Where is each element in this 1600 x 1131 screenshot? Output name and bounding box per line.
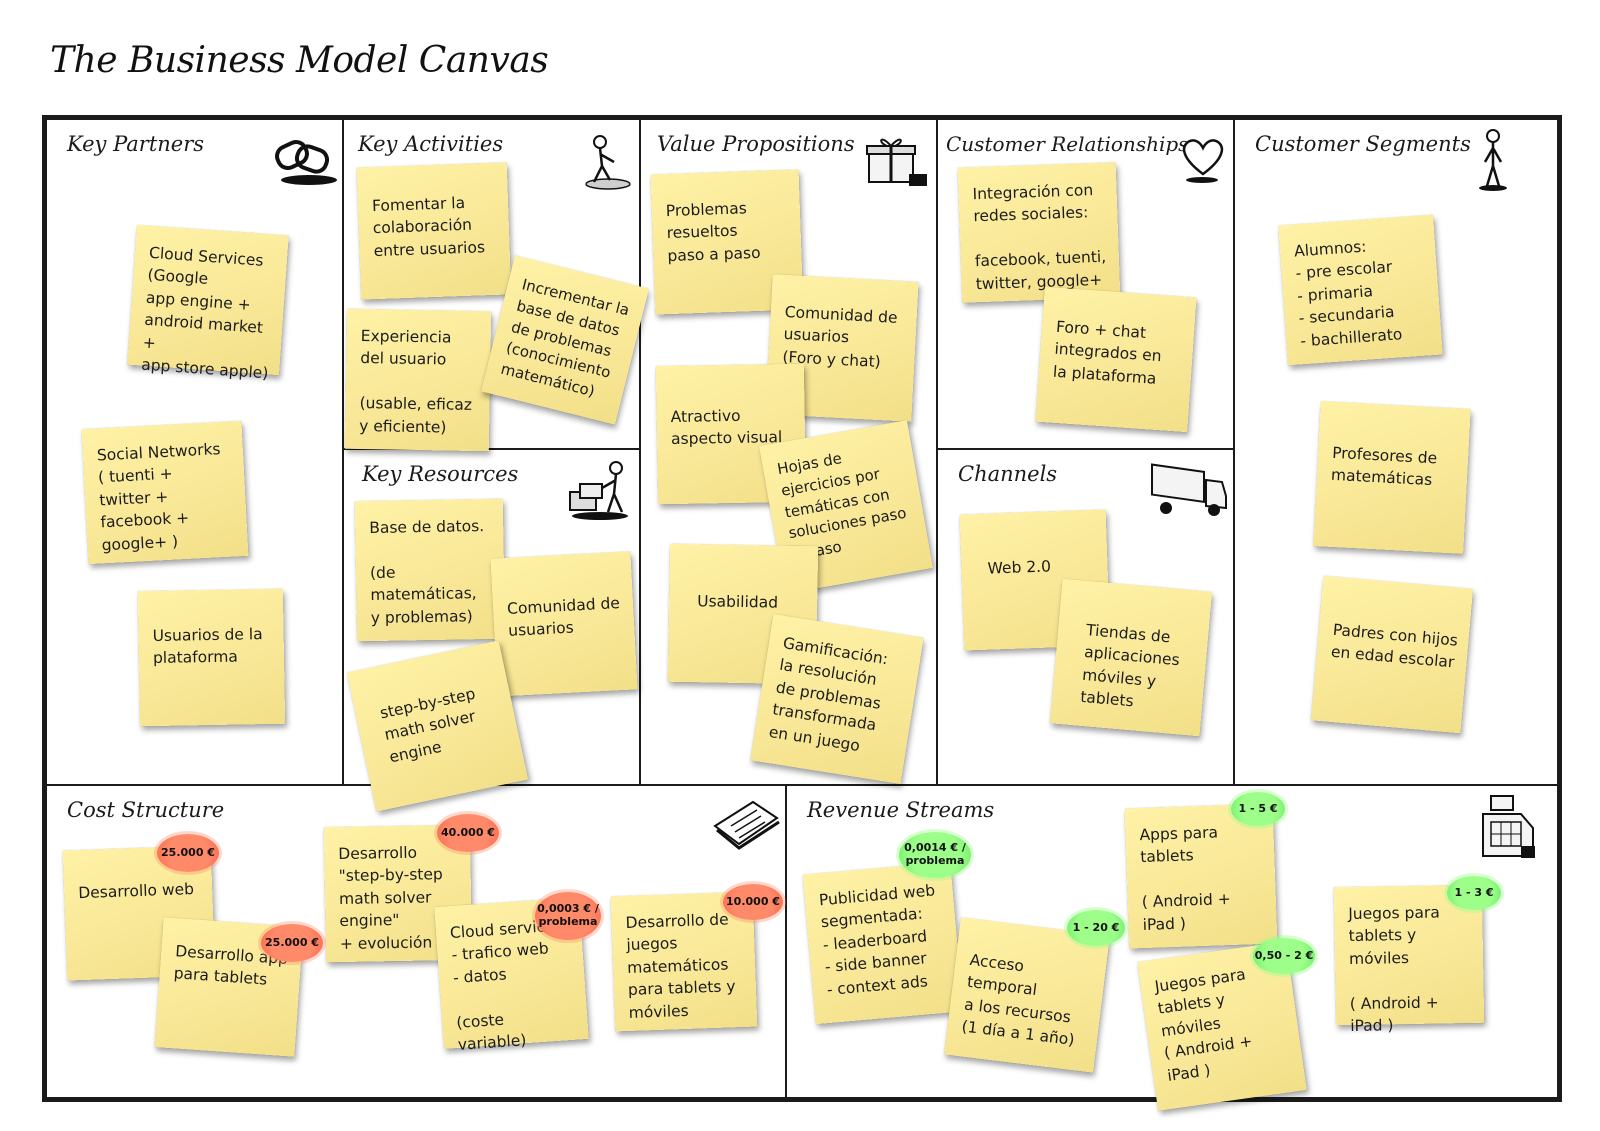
cost-badge: 25.000 € bbox=[157, 834, 219, 872]
sticky-note: Tiendas de aplicaciones móviles y tablet… bbox=[1050, 579, 1212, 737]
sticky-note: Cloud Services (Google app engine + andr… bbox=[127, 225, 288, 375]
sticky-note: Fomentar la colaboración entre usuarios bbox=[357, 162, 512, 299]
block-cost-structure: Cost Structure Desarrollo web Desarrollo… bbox=[47, 786, 787, 1097]
revenue-badge: 1 - 3 € bbox=[1447, 876, 1501, 910]
price-tag-icon bbox=[709, 796, 783, 856]
block-key-resources: Key Resources Base de datos. (de matemát… bbox=[344, 450, 641, 786]
block-key-partners: Key Partners Cloud Services (Google app … bbox=[47, 120, 344, 786]
worker-icon bbox=[578, 132, 634, 190]
block-label-key-partners: Key Partners bbox=[67, 132, 204, 156]
block-label-customer-relationships: Customer Relationships bbox=[946, 132, 1188, 156]
sticky-note: Usuarios de la plataforma bbox=[138, 589, 285, 727]
revenue-badge: 0,50 - 2 € bbox=[1253, 938, 1315, 974]
sticky-note: Experiencia del usuario (usable, eficaz … bbox=[345, 309, 491, 451]
block-value-propositions: Value Propositions Problemas resueltos p… bbox=[641, 120, 938, 786]
block-channels: Channels Web 2.0 Tiendas de aplicaciones… bbox=[938, 450, 1235, 786]
sticky-note: Gamificación: la resolución de problemas… bbox=[750, 614, 923, 784]
chain-links-icon bbox=[269, 134, 339, 188]
cost-badge: 10.000 € bbox=[723, 884, 783, 920]
revenue-badge: 0,0014 € / problema bbox=[899, 832, 971, 878]
heart-icon bbox=[1178, 134, 1228, 184]
block-label-channels: Channels bbox=[958, 462, 1057, 486]
block-customer-segments: Customer Segments Alumnos: - pre escolar… bbox=[1235, 120, 1557, 786]
page-title: The Business Model Canvas bbox=[50, 40, 548, 81]
worker-with-crates-icon bbox=[566, 458, 636, 522]
block-label-key-activities: Key Activities bbox=[358, 132, 503, 156]
block-label-cost-structure: Cost Structure bbox=[67, 798, 224, 822]
delivery-truck-icon bbox=[1148, 458, 1230, 518]
block-label-revenue-streams: Revenue Streams bbox=[807, 798, 994, 822]
block-label-value-propositions: Value Propositions bbox=[657, 132, 855, 156]
sticky-note: Padres con hijos en edad escolar bbox=[1311, 576, 1473, 734]
block-revenue-streams: Revenue Streams Publicidad web segmentad… bbox=[787, 786, 1557, 1097]
revenue-badge: 1 - 5 € bbox=[1231, 792, 1285, 826]
cost-badge: 25.000 € bbox=[261, 924, 323, 962]
sticky-note: Social Networks ( tuenti + twitter + fac… bbox=[82, 421, 249, 564]
block-label-key-resources: Key Resources bbox=[362, 462, 518, 486]
block-label-customer-segments: Customer Segments bbox=[1255, 132, 1471, 156]
sticky-note: Base de datos. (de matemáticas, y proble… bbox=[355, 499, 505, 642]
canvas-board: Key Partners Cloud Services (Google app … bbox=[42, 115, 1562, 1102]
sticky-note: Integración con redes sociales: facebook… bbox=[958, 162, 1121, 302]
revenue-badge: 1 - 20 € bbox=[1067, 910, 1125, 946]
sticky-note: Publicidad web segmentada: - leaderboard… bbox=[803, 862, 964, 1024]
block-customer-relationships: Customer Relationships Integración con r… bbox=[938, 120, 1235, 450]
sticky-note: Comunidad de usuarios bbox=[490, 551, 637, 696]
cost-badge: 0,0003 € / problema bbox=[535, 892, 601, 940]
gift-box-icon bbox=[863, 128, 929, 190]
block-key-activities: Key Activities Fomentar la colaboración … bbox=[344, 120, 641, 450]
sticky-note: Foro + chat integrados en la plataforma bbox=[1035, 287, 1196, 432]
sticky-note: Alumnos: - pre escolar - primaria - secu… bbox=[1278, 215, 1442, 365]
sticky-note: Profesores de matemáticas bbox=[1313, 401, 1470, 554]
cost-badge: 40.000 € bbox=[437, 814, 499, 852]
standing-person-icon bbox=[1473, 128, 1513, 192]
cash-register-icon bbox=[1477, 792, 1541, 864]
